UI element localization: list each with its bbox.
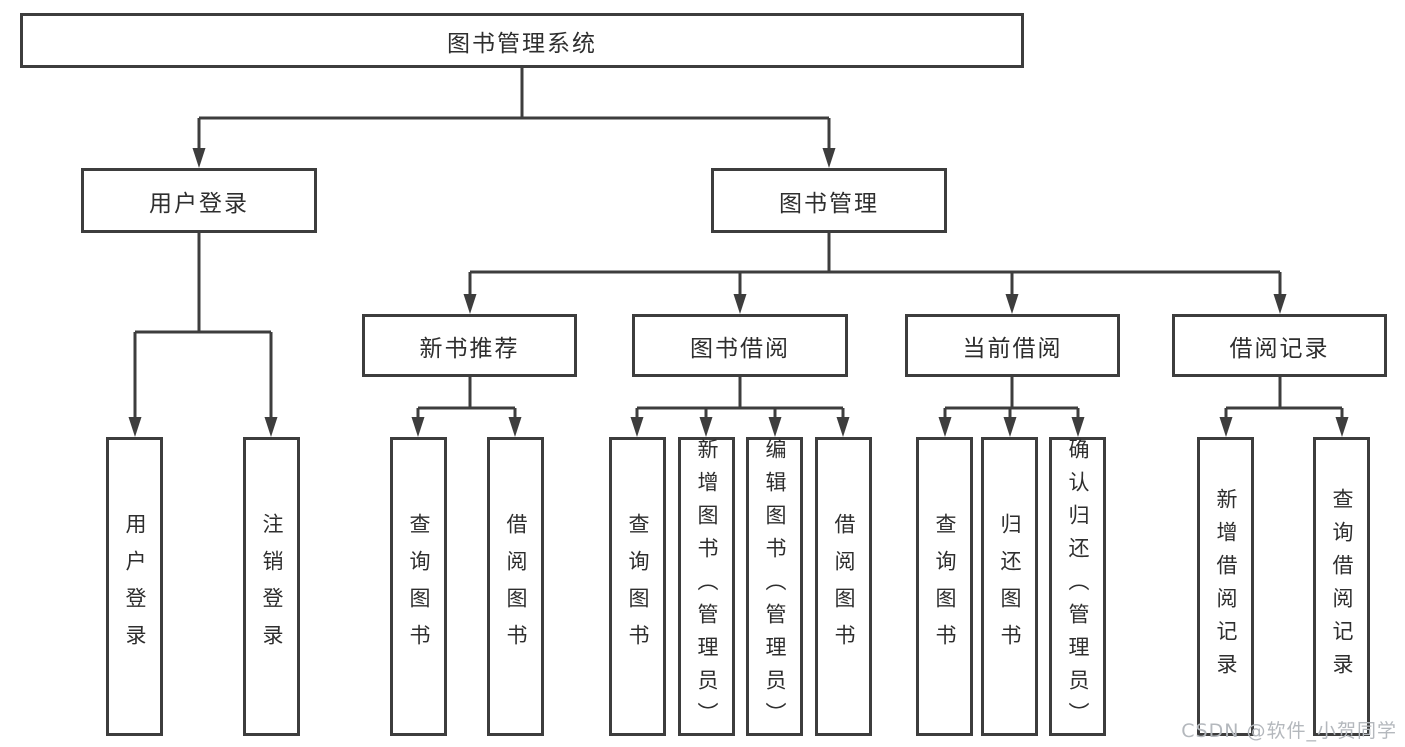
- leaf-borrow-query-book-label: 查询图书: [626, 512, 650, 661]
- leaf-add-borrow-record-label: 新增借阅记录: [1214, 487, 1238, 686]
- leaf-current-query-book: 查询图书: [916, 437, 973, 736]
- leaf-borrow-book-label: 借阅图书: [832, 512, 856, 661]
- leaf-return-book: 归还图书: [981, 437, 1038, 736]
- leaf-logout-login-label: 注销登录: [260, 512, 284, 661]
- node-user-login-label: 用户登录: [149, 190, 249, 217]
- leaf-user-login: 用户登录: [106, 437, 163, 736]
- leaf-current-query-book-label: 查询图书: [933, 512, 957, 661]
- node-borrow-records: 借阅记录: [1172, 314, 1387, 377]
- leaf-recommend-query-book: 查询图书: [390, 437, 447, 736]
- leaf-return-book-label: 归还图书: [998, 512, 1022, 661]
- leaf-add-book-admin: 新增图书（管理员）: [678, 437, 735, 736]
- leaf-query-borrow-record: 查询借阅记录: [1313, 437, 1370, 736]
- node-book-management: 图书管理: [711, 168, 947, 233]
- node-new-book-recommend-label: 新书推荐: [419, 335, 520, 362]
- leaf-recommend-borrow-book: 借阅图书: [487, 437, 544, 736]
- leaf-edit-book-admin: 编辑图书（管理员）: [746, 437, 803, 736]
- leaf-add-borrow-record: 新增借阅记录: [1197, 437, 1254, 736]
- node-root-label: 图书管理系统: [447, 30, 597, 57]
- node-user-login: 用户登录: [81, 168, 317, 233]
- node-borrow-records-label: 借阅记录: [1229, 335, 1330, 362]
- leaf-user-login-label: 用户登录: [123, 512, 147, 661]
- node-root: 图书管理系统: [20, 13, 1024, 68]
- node-book-borrow: 图书借阅: [632, 314, 848, 377]
- watermark: CSDN @软件_小贺同学: [1181, 720, 1397, 742]
- leaf-borrow-query-book: 查询图书: [609, 437, 666, 736]
- node-book-management-label: 图书管理: [779, 190, 879, 217]
- leaf-confirm-return-admin: 确认归还（管理员）: [1049, 437, 1106, 736]
- node-book-borrow-label: 图书借阅: [690, 335, 790, 362]
- leaf-confirm-return-admin-label: 确认归还（管理员）: [1066, 438, 1090, 735]
- node-current-borrow: 当前借阅: [905, 314, 1120, 377]
- leaf-recommend-query-book-label: 查询图书: [407, 512, 431, 661]
- leaf-logout-login: 注销登录: [243, 437, 300, 736]
- node-new-book-recommend: 新书推荐: [362, 314, 577, 377]
- node-current-borrow-label: 当前借阅: [962, 335, 1063, 362]
- leaf-borrow-book: 借阅图书: [815, 437, 872, 736]
- leaf-edit-book-admin-label: 编辑图书（管理员）: [763, 438, 787, 735]
- leaf-recommend-borrow-book-label: 借阅图书: [504, 512, 528, 661]
- leaf-add-book-admin-label: 新增图书（管理员）: [695, 438, 719, 735]
- leaf-query-borrow-record-label: 查询借阅记录: [1330, 487, 1354, 686]
